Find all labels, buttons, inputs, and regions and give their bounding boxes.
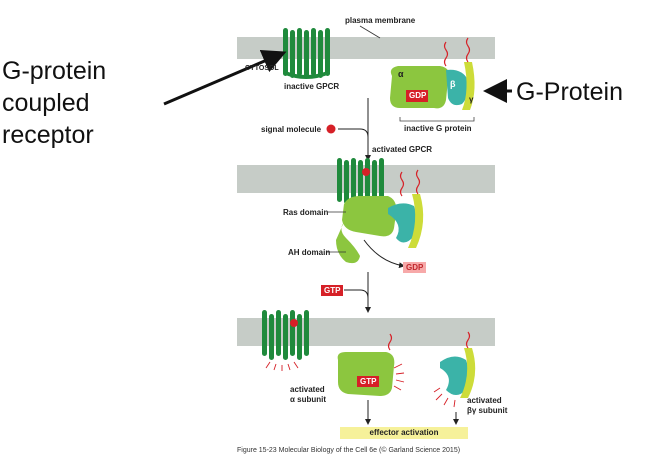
beta-subunit-middle-icon — [388, 203, 417, 243]
gpcr-annotation-label: G-protein coupled receptor — [2, 55, 152, 151]
signal-molecule-label: signal molecule — [261, 125, 322, 134]
signal-molecule-icon — [326, 124, 336, 134]
inactive-gpcr-label: inactive GPCR — [284, 82, 340, 91]
gpcr-inactive-icon — [283, 28, 330, 79]
figure-caption: Figure 15-23 Molecular Biology of the Ce… — [237, 447, 461, 454]
activated-alpha-line2: α subunit — [290, 395, 327, 404]
gprotein-annotation-label: G-Protein — [516, 76, 623, 108]
activated-bg-label: activated βγ subunit — [467, 396, 507, 416]
gpcr-bound-icon — [262, 310, 309, 360]
cytosol-label: CYTOSOL — [245, 65, 279, 72]
gdp-released-label: GDP — [403, 262, 427, 273]
gamma-subunit-middle-icon — [408, 194, 424, 248]
membrane-bottom — [237, 318, 495, 346]
activated-gpcr-label: activated GPCR — [372, 145, 433, 154]
gpcr-activated-icon — [337, 158, 384, 204]
gpcr-pointer-arrow — [163, 50, 287, 106]
inactive-gprotein-label: inactive G protein — [404, 124, 472, 133]
gdp-badge-icon — [406, 90, 428, 102]
gpcr-annotation-text: G-protein coupled receptor — [2, 57, 107, 149]
gtp-bound-label: GTP — [357, 376, 380, 387]
activated-alpha-icon — [337, 352, 395, 396]
gamma-label: γ — [469, 95, 474, 104]
activated-bg-line1: activated — [467, 396, 502, 405]
activated-beta-icon — [440, 356, 469, 395]
ah-domain-icon — [336, 222, 360, 264]
plasma-membrane-label: plasma membrane — [345, 16, 416, 25]
gprotein-annotation-text: G-Protein — [516, 78, 623, 106]
activated-alpha-label: activated α subunit — [290, 385, 326, 405]
alpha-label: α — [398, 69, 404, 79]
beta-label: β — [450, 79, 456, 89]
ah-domain-label: AH domain — [288, 248, 331, 257]
effector-activation-bar: effector activation — [340, 427, 468, 439]
gamma-subunit-icon — [462, 62, 475, 110]
activated-bg-line2: βγ subunit — [467, 406, 508, 415]
activated-gamma-icon — [460, 348, 476, 398]
alpha-subunit-icon — [390, 66, 449, 109]
ras-domain-icon — [342, 196, 397, 237]
activated-alpha-line1: activated — [290, 385, 325, 394]
ras-domain-label: Ras domain — [283, 208, 329, 217]
beta-subunit-icon — [446, 69, 469, 106]
gprotein-inactive-icon — [390, 62, 475, 110]
gdp-top-label: GDP — [409, 91, 427, 100]
gtp-input-label: GTP — [321, 285, 344, 296]
